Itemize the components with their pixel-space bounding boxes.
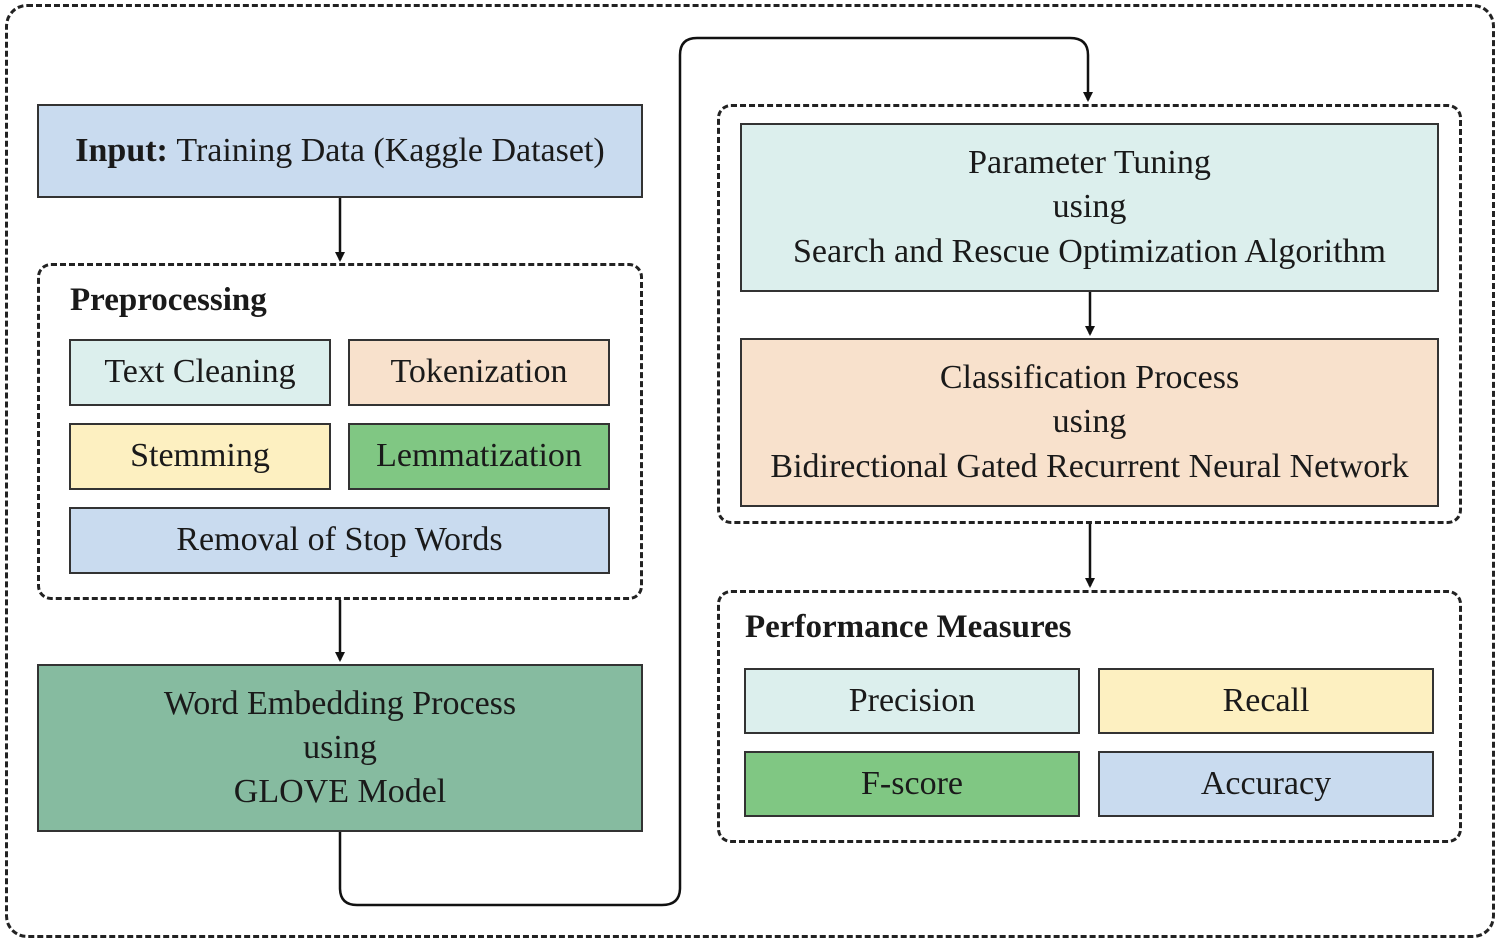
tuning-line-1: Parameter Tuning <box>968 144 1211 182</box>
embedding-box: Word Embedding Process using GLOVE Model <box>37 664 643 832</box>
preprocessing-group <box>37 263 643 600</box>
model-group <box>717 104 1462 524</box>
step-tokenization: Tokenization <box>348 339 610 406</box>
measure-precision: Precision <box>744 668 1080 734</box>
step-lemmatization: Lemmatization <box>348 423 610 490</box>
tuning-line-2: using <box>1052 188 1127 226</box>
performance-group <box>717 590 1462 843</box>
input-box: Input: Training Data (Kaggle Dataset) <box>37 104 643 198</box>
step-stop-words: Removal of Stop Words <box>69 507 610 574</box>
preprocessing-title: Preprocessing <box>70 282 267 318</box>
embedding-line-3: GLOVE Model <box>233 773 447 811</box>
classification-line-1: Classification Process <box>939 359 1240 397</box>
input-label: Input: <box>75 131 168 169</box>
measure-fscore: F-score <box>744 751 1080 817</box>
arrow-embedding-to-tuning <box>338 36 1093 907</box>
classification-box: Classification Process using Bidirection… <box>740 338 1439 507</box>
embedding-line-2: using <box>303 728 377 766</box>
embedding-line-1: Word Embedding Process <box>163 684 517 722</box>
classification-line-2: using <box>1052 403 1127 441</box>
measure-recall: Recall <box>1098 668 1434 734</box>
outer-frame <box>5 4 1495 938</box>
tuning-box: Parameter Tuning using Search and Rescue… <box>740 123 1439 292</box>
step-text-cleaning: Text Cleaning <box>69 339 331 406</box>
measure-accuracy: Accuracy <box>1098 751 1434 817</box>
performance-title: Performance Measures <box>745 609 1072 645</box>
input-text: Training Data (Kaggle Dataset) <box>176 131 605 169</box>
classification-line-3: Bidirectional Gated Recurrent Neural Net… <box>770 447 1409 485</box>
tuning-line-3: Search and Rescue Optimization Algorithm <box>793 232 1386 270</box>
step-stemming: Stemming <box>69 423 331 490</box>
